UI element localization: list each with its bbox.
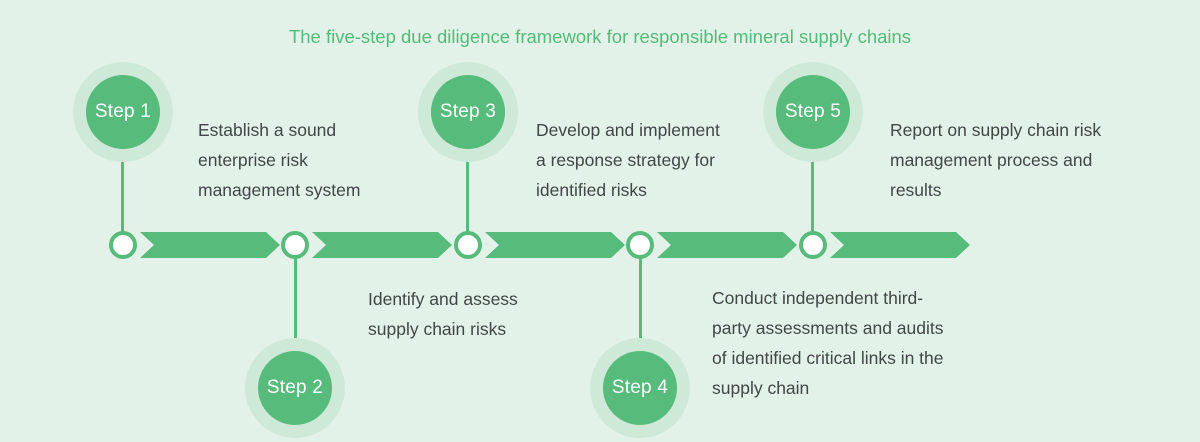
step-5-circle: Step 5 <box>776 75 850 149</box>
step-4-circle: Step 4 <box>603 351 677 425</box>
step-1-stem <box>121 145 124 233</box>
step-5-bubble: Step 5 <box>763 62 863 162</box>
step-1-circle: Step 1 <box>86 75 160 149</box>
step-2-circle: Step 2 <box>258 351 332 425</box>
timeline-node-3 <box>454 231 482 259</box>
step-5-stem <box>811 145 814 233</box>
diagram-title: The five-step due diligence framework fo… <box>288 26 912 47</box>
timeline-node-5 <box>799 231 827 259</box>
step-2-description: Identify and assess supply chain risks <box>368 289 518 339</box>
step-1-description: Establish a sound enterprise risk manage… <box>198 120 361 200</box>
step-2-stem <box>294 257 297 353</box>
step-3-circle: Step 3 <box>431 75 505 149</box>
step-1-bubble: Step 1 <box>73 62 173 162</box>
step-4-label: Step 4 <box>611 377 669 398</box>
timeline-arrow-3 <box>485 232 625 258</box>
timeline-arrow-4 <box>657 232 797 258</box>
step-2-label: Step 2 <box>266 377 324 398</box>
step-4-description: Conduct independent third- party assessm… <box>712 288 944 398</box>
step-3-bubble: Step 3 <box>418 62 518 162</box>
step-3-description: Develop and implement a response strateg… <box>536 120 720 200</box>
timeline-node-1 <box>109 231 137 259</box>
step-5-description: Report on supply chain risk management p… <box>890 120 1102 200</box>
step-4-stem <box>639 257 642 353</box>
step-3-stem <box>466 145 469 233</box>
step-4-bubble: Step 4 <box>590 338 690 438</box>
timeline-node-4 <box>626 231 654 259</box>
timeline-node-2 <box>281 231 309 259</box>
timeline-arrow-1 <box>140 232 280 258</box>
step-2-bubble: Step 2 <box>245 338 345 438</box>
step-5-label: Step 5 <box>784 101 842 122</box>
timeline-arrow-5 <box>830 232 970 258</box>
step-3-label: Step 3 <box>439 101 497 122</box>
step-1-label: Step 1 <box>94 101 152 122</box>
timeline-arrow-2 <box>312 232 452 258</box>
